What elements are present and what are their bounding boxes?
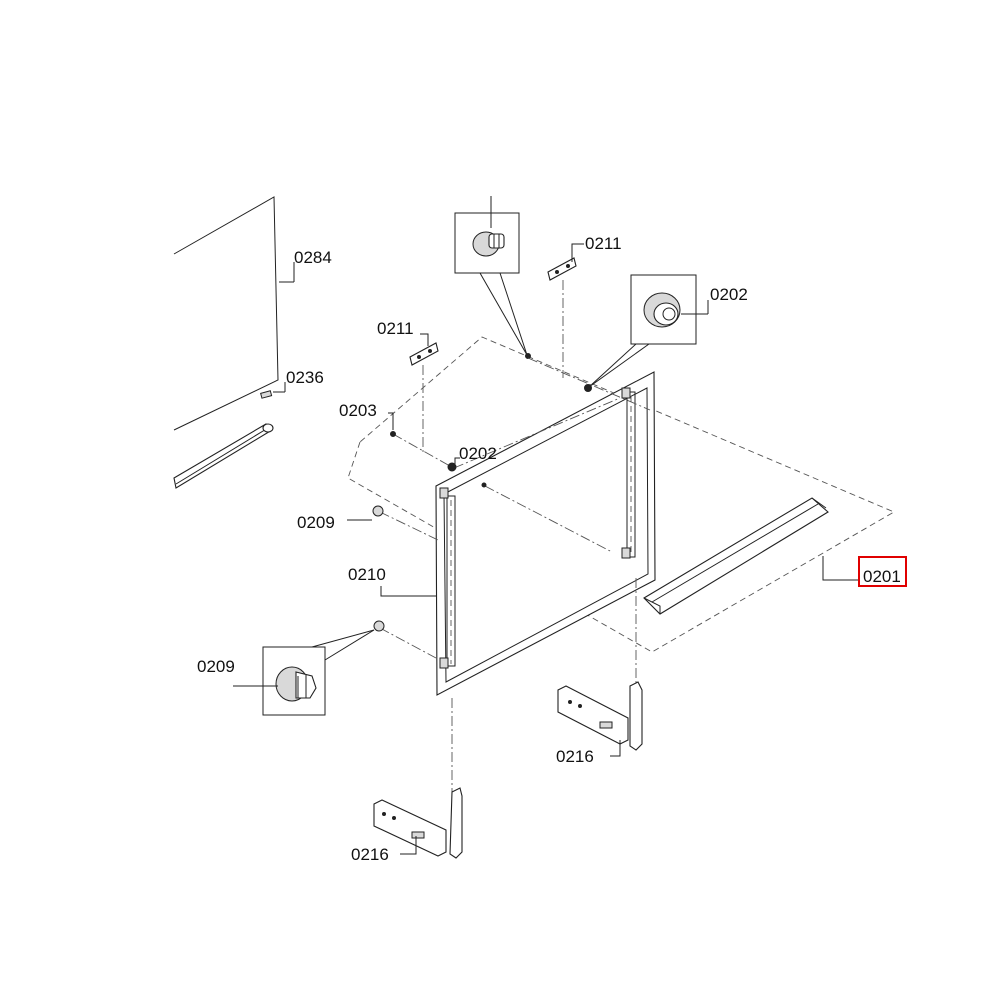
screw-0203 bbox=[388, 412, 396, 437]
hinge-plate-0211-right bbox=[547, 243, 584, 378]
door-frame-0210 bbox=[435, 371, 656, 696]
panel-0284 bbox=[173, 196, 295, 431]
label-0216-right: 0216 bbox=[556, 747, 594, 766]
label-0202-mid: 0202 bbox=[459, 444, 497, 463]
label-0202-top: 0202 bbox=[710, 285, 748, 304]
door-handle-0201 bbox=[643, 497, 829, 615]
label-0236: 0236 bbox=[286, 368, 324, 387]
hinge-0216-right bbox=[557, 681, 643, 757]
label-0210: 0210 bbox=[348, 565, 386, 584]
detail-box-0202 bbox=[584, 274, 709, 392]
bumper-0202-mid bbox=[447, 457, 460, 472]
detail-box-bolt bbox=[454, 196, 531, 359]
label-0203: 0203 bbox=[339, 401, 377, 420]
label-0211-left: 0211 bbox=[377, 319, 414, 338]
label-0209-top: 0209 bbox=[297, 513, 335, 532]
hinge-0216-bottom bbox=[373, 787, 463, 859]
buffer-0209-top bbox=[347, 505, 384, 521]
label-0209-bottom: 0209 bbox=[197, 657, 235, 676]
label-0216-bottom: 0216 bbox=[351, 845, 389, 864]
label-0201: 0201 bbox=[863, 567, 901, 586]
left-handle-bar bbox=[173, 423, 274, 489]
detail-box-0209 bbox=[233, 620, 385, 716]
hinge-plate-0211-left bbox=[409, 333, 439, 455]
assembly-guides bbox=[379, 357, 651, 800]
label-0211-right: 0211 bbox=[585, 234, 622, 253]
label-0284: 0284 bbox=[294, 248, 332, 267]
clip-0236 bbox=[260, 382, 286, 399]
screw-hole bbox=[481, 482, 487, 488]
highlight-box-0201 bbox=[858, 556, 907, 587]
assembly-outline bbox=[347, 336, 896, 653]
